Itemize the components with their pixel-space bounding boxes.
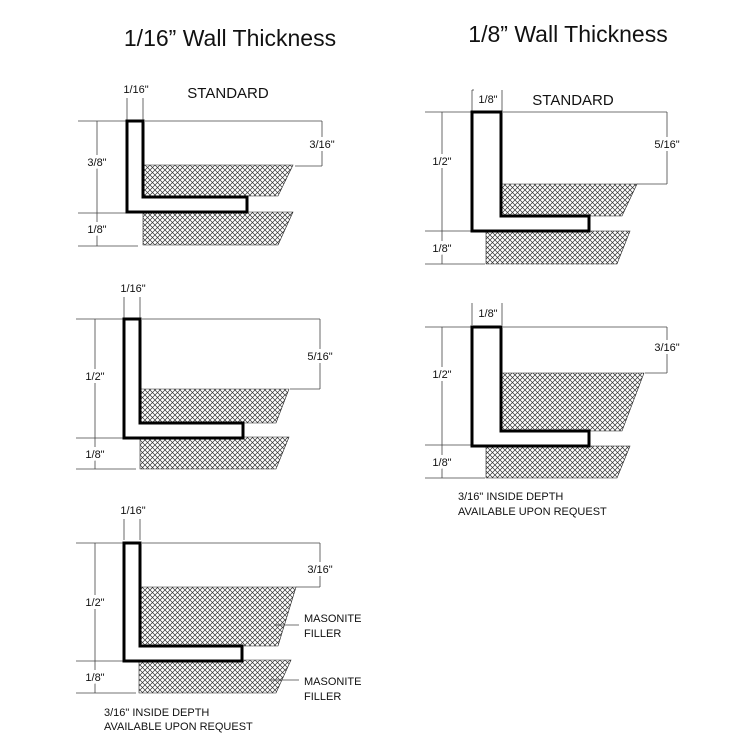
depth-dimension: 5/16" <box>307 351 332 363</box>
inside-depth-note-line2: AVAILABLE UPON REQUEST <box>104 721 253 733</box>
bottom-fill <box>485 445 631 479</box>
wall-dimension: 1/16" <box>120 505 145 517</box>
depth-dimension: 3/16" <box>309 139 334 151</box>
bottom-dimension: 1/8" <box>432 457 451 469</box>
filler-label-top-line2: FILLER <box>304 628 341 640</box>
masonite-filler-top <box>139 586 297 647</box>
frame-profile <box>470 110 591 233</box>
inside-depth-note-line2: AVAILABLE UPON REQUEST <box>458 506 607 518</box>
bottom-fill <box>485 230 631 265</box>
wall-dimension: 1/16" <box>120 283 145 295</box>
frame-profile <box>125 119 249 214</box>
height-dimension: 1/2" <box>85 371 104 383</box>
left-profile-standard: STANDARD 1/16" 3/8" 1/8" 3/16" <box>78 84 338 247</box>
bottom-dimension: 1/8" <box>85 449 104 461</box>
left-column-title: 1/16” Wall Thickness <box>124 25 336 51</box>
right-column-title: 1/8” Wall Thickness <box>468 21 667 47</box>
depth-dimension: 5/16" <box>654 139 679 151</box>
wall-dimension: 1/8" <box>478 94 497 106</box>
height-dimension: 1/2" <box>432 369 451 381</box>
inside-depth-note-line1: 3/16" INSIDE DEPTH <box>104 707 209 719</box>
depth-dimension: 3/16" <box>654 342 679 354</box>
backing-fill <box>142 164 294 197</box>
bottom-fill <box>142 211 294 246</box>
frame-profile <box>122 317 245 440</box>
left-profile-masonite: 1/16" 1/2" 1/8" 3/16" MASONITE FILLER MA… <box>76 505 361 733</box>
backing-fill <box>500 372 645 432</box>
filler-label-bottom-line1: MASONITE <box>304 676 361 688</box>
height-dimension: 1/2" <box>85 597 104 609</box>
right-profile-shallow: 1/8" 1/2" 1/8" 3/16" 3/16" INSIDE DEPTH … <box>425 303 683 518</box>
depth-dimension: 3/16" <box>307 564 332 576</box>
wall-dimension: 1/8" <box>478 308 497 320</box>
filler-label-top-line1: MASONITE <box>304 613 361 625</box>
masonite-filler-bottom <box>138 659 292 694</box>
height-dimension: 3/8" <box>87 157 106 169</box>
standard-label: STANDARD <box>532 92 614 109</box>
left-profile-deep: 1/16" 1/2" 1/8" 5/16" <box>76 283 336 470</box>
standard-label: STANDARD <box>187 85 269 102</box>
bottom-fill <box>139 436 290 470</box>
wall-dimension: 1/16" <box>123 84 148 96</box>
backing-fill <box>139 388 290 424</box>
bottom-dimension: 1/8" <box>432 243 451 255</box>
bottom-dimension: 1/8" <box>87 224 106 236</box>
frame-profile <box>470 325 591 448</box>
filler-label-bottom-line2: FILLER <box>304 691 341 703</box>
backing-fill <box>500 183 638 217</box>
inside-depth-note-line1: 3/16" INSIDE DEPTH <box>458 491 563 503</box>
frame-profile <box>122 541 244 663</box>
right-profile-standard: STANDARD 1/8" 1/2" 1/8" 5/16" <box>425 89 683 265</box>
height-dimension: 1/2" <box>432 156 451 168</box>
bottom-dimension: 1/8" <box>85 672 104 684</box>
